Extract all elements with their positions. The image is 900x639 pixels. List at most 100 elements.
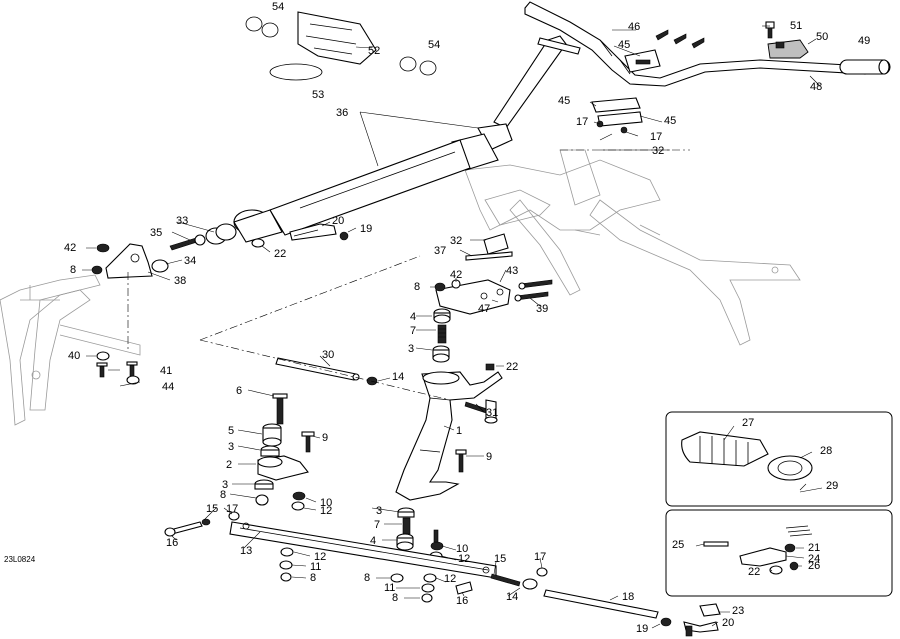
label-15-right: 15	[494, 553, 506, 565]
steering-arm	[395, 371, 503, 501]
bolt-6	[272, 393, 288, 425]
label-8-center-lower: 8	[364, 572, 370, 584]
assembly-line-a	[199, 255, 421, 341]
clamp-bolt-17	[596, 120, 628, 134]
label-28: 28	[820, 445, 832, 457]
label-53: 53	[312, 89, 324, 101]
inset-tie-rod-detail	[665, 509, 893, 597]
spring-7-lower	[402, 517, 411, 535]
nut-19-lower	[660, 617, 672, 627]
tie-rod-18	[543, 589, 659, 619]
arm-bolt-31	[464, 399, 498, 424]
support-bracket	[105, 243, 169, 279]
label-54-right: 54	[428, 39, 440, 51]
washer-12-left	[291, 501, 305, 511]
label-4-upper: 4	[410, 311, 416, 323]
chassis-frame-right	[464, 149, 801, 346]
label-44: 44	[162, 381, 174, 393]
label-21: 21	[808, 542, 820, 554]
nut-8-center-lower	[390, 573, 404, 583]
bushing-4-upper	[433, 308, 451, 324]
shim-32	[483, 233, 509, 255]
label-31: 31	[486, 407, 498, 419]
bracket-bolt-35	[169, 234, 206, 251]
handlebar-grip	[839, 59, 891, 75]
label-47: 47	[478, 303, 490, 315]
label-32-mid: 32	[450, 235, 462, 247]
label-17-b: 17	[650, 131, 662, 143]
label-22-inset: 22	[748, 566, 760, 578]
steering-support-bracket	[435, 279, 511, 315]
label-24: 24	[808, 553, 820, 565]
nut-8-left-lower	[280, 572, 292, 582]
bushing-3-left-upper	[260, 445, 280, 457]
handlebar-end-cap	[767, 39, 809, 59]
label-9-right: 9	[486, 451, 492, 463]
washer-11-center	[421, 583, 435, 593]
nut-8-left-stack	[255, 494, 269, 506]
label-51: 51	[790, 20, 802, 32]
upper-nut-19	[339, 231, 349, 241]
label-12-left-lower: 12	[314, 551, 326, 563]
leader-lines	[82, 25, 821, 629]
label-2: 2	[226, 459, 232, 471]
label-12-left: 12	[320, 505, 332, 517]
o-rings-54-top	[245, 16, 279, 38]
label-33: 33	[176, 215, 188, 227]
washer-10-right	[430, 541, 444, 551]
label-29: 29	[826, 480, 838, 492]
label-11-left: 11	[310, 561, 321, 573]
upper-tie-rod-end	[289, 223, 337, 241]
label-13: 13	[240, 545, 252, 557]
label-12-center: 12	[444, 573, 456, 585]
label-7-upper: 7	[410, 325, 416, 337]
label-32-top: 32	[652, 145, 664, 157]
label-20-top: 20	[332, 215, 344, 227]
label-42-center: 42	[450, 269, 462, 281]
label-10-left: 10	[320, 497, 332, 509]
label-14-upper: 14	[392, 371, 404, 383]
label-8-center-bottom: 8	[392, 592, 398, 604]
nut-15-left	[201, 518, 211, 526]
bushing-3-left-lower	[254, 479, 274, 490]
label-42-left: 42	[64, 242, 76, 254]
label-23: 23	[732, 605, 744, 617]
dust-boot	[297, 11, 377, 65]
label-20-lower: 20	[722, 617, 734, 629]
clamp-bolts	[655, 29, 705, 49]
tie-rod-end-16-left	[164, 521, 203, 537]
label-46: 46	[628, 21, 640, 33]
chassis-frame-left	[0, 274, 141, 426]
label-15-left: 15	[206, 503, 218, 515]
label-43: 43	[506, 265, 518, 277]
label-3-left-lower: 3	[222, 479, 228, 491]
label-30: 30	[322, 349, 334, 361]
label-36: 36	[336, 107, 348, 119]
label-19-top: 19	[360, 223, 372, 235]
steering-column-lower	[233, 139, 471, 243]
label-6: 6	[236, 385, 242, 397]
part-labels: 54 52 54 53 36 46 45 51 50 49 48 45 45 1…	[4, 1, 870, 635]
nut-8-left	[91, 265, 103, 275]
label-7-lower: 7	[374, 519, 380, 531]
washer-17-left	[228, 511, 240, 521]
label-37: 37	[434, 245, 446, 257]
washer-40	[96, 351, 110, 361]
label-10-right: 10	[456, 543, 468, 555]
tie-rod-end-20-lower	[683, 621, 719, 637]
label-45-mid: 45	[558, 95, 570, 107]
cap-screw	[765, 21, 775, 39]
label-3-lower: 3	[376, 505, 382, 517]
o-ring-53	[269, 63, 323, 81]
inset-boot-detail	[665, 411, 893, 507]
label-48: 48	[810, 81, 822, 93]
label-49: 49	[858, 35, 870, 47]
bolt-9-left	[301, 431, 315, 453]
bolt-15-right	[490, 573, 521, 587]
label-17-left: 17	[226, 503, 238, 515]
nut-8-center-bottom	[421, 593, 433, 603]
label-3-upper: 3	[408, 343, 414, 355]
label-22-center: 22	[506, 361, 518, 373]
label-25: 25	[672, 539, 684, 551]
bolt-9-lower-right	[433, 529, 439, 543]
